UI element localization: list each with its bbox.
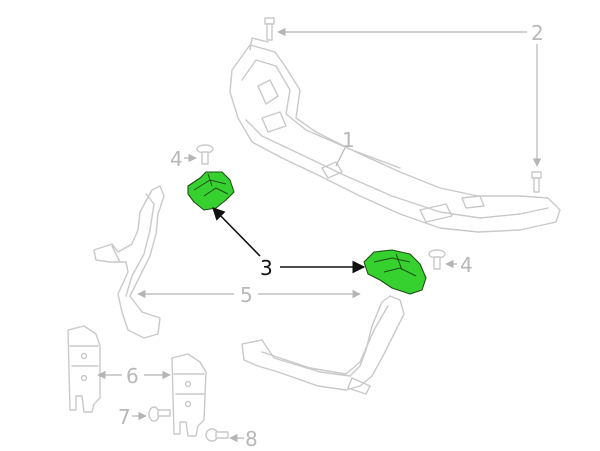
callout-3: 3 (260, 256, 273, 280)
callout-7: 7 (118, 405, 131, 429)
highlighted-bracket-left (187, 171, 235, 211)
callout-8: 8 (245, 427, 258, 451)
side-bracket-left (67, 325, 101, 413)
callout-2: 2 (531, 21, 544, 45)
callout-4-left: 4 (170, 147, 183, 171)
callout-1: 1 (342, 128, 355, 152)
bolt-7 (148, 406, 171, 422)
highlighted-bracket-right (363, 249, 427, 295)
bolt-left-4 (196, 144, 214, 165)
leader-3-left (212, 207, 261, 257)
bolt-upper-right (531, 171, 542, 193)
callout-6: 6 (126, 364, 139, 388)
bolt-8 (205, 428, 229, 442)
callout-4-right: 4 (460, 253, 473, 277)
side-bracket-right (171, 353, 207, 437)
callout-5: 5 (240, 283, 253, 307)
bolt-upper-left (264, 17, 275, 41)
leader-1 (335, 147, 346, 167)
upper-radiator-support-beam (229, 37, 561, 233)
lower-support-frame (93, 185, 405, 395)
bolt-right-4 (428, 249, 446, 270)
